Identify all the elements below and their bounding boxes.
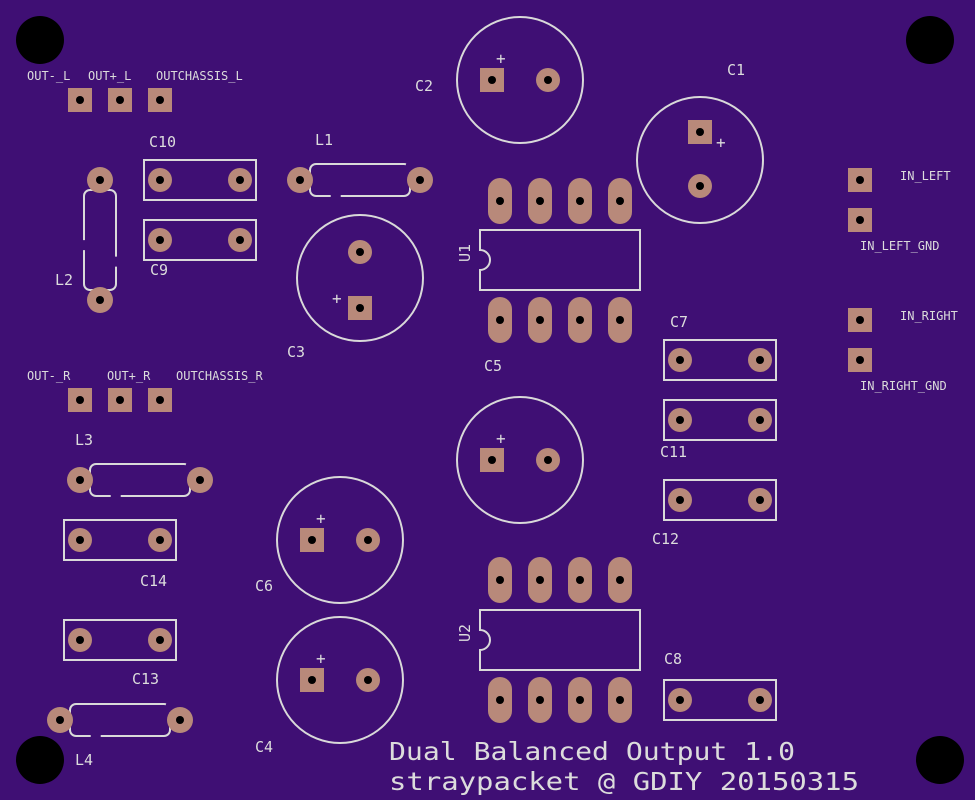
c7-outline (663, 339, 777, 381)
label-c10: C10 (149, 133, 176, 151)
label-c9: C9 (150, 261, 168, 279)
label-c3: C3 (287, 343, 305, 361)
polarity-mark: + (332, 289, 342, 308)
c13-outline (63, 619, 177, 661)
board-title-line2: straypacket @ GDIY 20150315 (389, 767, 859, 796)
c3-outline (296, 214, 424, 342)
label-c1: C1 (727, 61, 745, 79)
mounting-hole (916, 736, 964, 784)
c12-outline (663, 479, 777, 521)
label-out-minus-r: OUT-_R (27, 369, 71, 383)
c4-outline (276, 616, 404, 744)
label-c4: C4 (255, 738, 273, 756)
polarity-mark: + (316, 649, 326, 668)
label-out-plus-r: OUT+_R (107, 369, 151, 383)
label-c14: C14 (140, 572, 167, 590)
label-l4: L4 (75, 751, 93, 769)
label-c8: C8 (664, 650, 682, 668)
label-outchassis-l: OUTCHASSIS_L (156, 69, 243, 83)
c8-outline (663, 679, 777, 721)
label-out-minus-l: OUT-_L (27, 69, 70, 83)
c2-outline (456, 16, 584, 144)
polarity-mark: + (496, 49, 506, 68)
u2-outline (479, 609, 641, 671)
label-in-left: IN_LEFT (900, 169, 951, 183)
label-outchassis-r: OUTCHASSIS_R (176, 369, 263, 383)
c9-outline (143, 219, 257, 261)
polarity-mark: + (496, 429, 506, 448)
c10-outline (143, 159, 257, 201)
label-l1: L1 (315, 131, 333, 149)
c1-outline (636, 96, 764, 224)
c6-outline (276, 476, 404, 604)
mounting-hole (16, 16, 64, 64)
polarity-marks: + + + + + + (316, 49, 726, 668)
polarity-mark: + (316, 509, 326, 528)
c14-outline (63, 519, 177, 561)
label-c12: C12 (652, 530, 679, 548)
label-l3: L3 (75, 431, 93, 449)
label-u1: U1 (456, 244, 474, 262)
label-c5: C5 (484, 357, 502, 375)
label-c2: C2 (415, 77, 433, 95)
c11-outline (663, 399, 777, 441)
component-labels: C1 C2 C3 C4 C5 C6 C7 C8 C9 C10 C11 C12 C… (55, 61, 745, 769)
label-in-left-gnd: IN_LEFT_GND (860, 239, 939, 253)
label-c6: C6 (255, 577, 273, 595)
label-in-right: IN_RIGHT (900, 309, 958, 323)
label-c13: C13 (132, 670, 159, 688)
polarity-mark: + (716, 133, 726, 152)
label-in-right-gnd: IN_RIGHT_GND (860, 379, 947, 393)
connector-labels: OUT-_L OUT+_L OUTCHASSIS_L OUT-_R OUT+_R… (27, 69, 958, 393)
u1-outline (479, 229, 641, 291)
mounting-holes (16, 16, 964, 784)
label-c11: C11 (660, 443, 687, 461)
label-u2: U2 (456, 624, 474, 642)
board-title: Dual Balanced Output 1.0 straypacket @ G… (389, 737, 859, 796)
label-l2: L2 (55, 271, 73, 289)
mounting-hole (16, 736, 64, 784)
drill-holes (56, 76, 864, 724)
label-out-plus-l: OUT+_L (88, 69, 131, 83)
board-title-line1: Dual Balanced Output 1.0 (389, 737, 795, 766)
mounting-hole (906, 16, 954, 64)
label-c7: C7 (670, 313, 688, 331)
c5-outline (456, 396, 584, 524)
